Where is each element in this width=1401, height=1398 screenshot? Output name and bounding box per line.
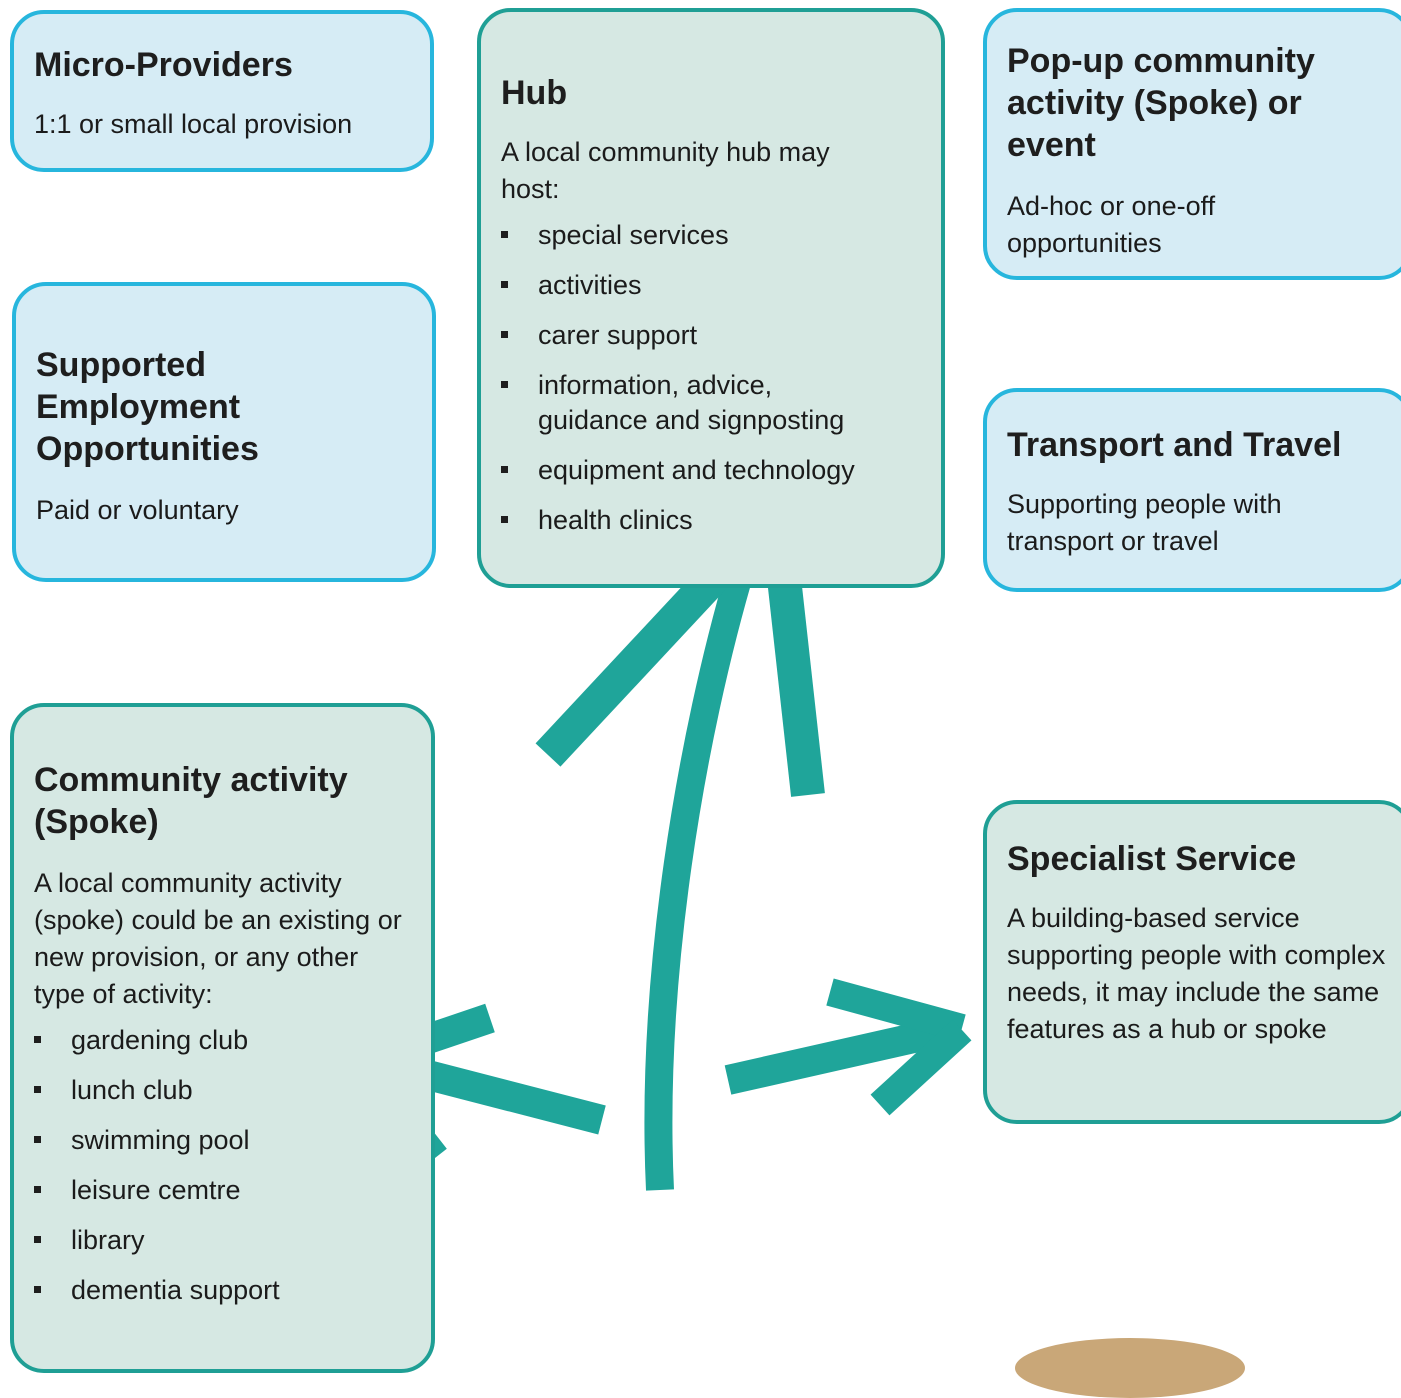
transport-travel-text: Supporting people with transport or trav…: [1007, 489, 1282, 556]
hub-list: special services activities carer suppor…: [501, 218, 921, 538]
hub-list-item: health clinics: [501, 503, 921, 538]
community-activity-box: Community activity (Spoke) A local commu…: [10, 703, 435, 1373]
arrow-up-shaft: [644, 561, 756, 1191]
arrow-up-head-right: [765, 558, 825, 797]
hub-box: Hub A local community hub may host: spec…: [477, 8, 945, 588]
community-list-item: library: [34, 1223, 411, 1258]
popup-activity-text: Ad-hoc or one-off opportunities: [1007, 191, 1216, 258]
community-activity-title: Community activity (Spoke): [34, 761, 348, 841]
micro-providers-title: Micro-Providers: [34, 46, 293, 84]
partial-image: [1015, 1338, 1245, 1398]
micro-providers-text: 1:1 or small local provision: [34, 109, 353, 139]
supported-employment-text: Paid or voluntary: [36, 495, 239, 525]
hub-list-item: information, advice, guidance and signpo…: [501, 368, 858, 438]
specialist-service-box: Specialist Service A building-based serv…: [983, 800, 1401, 1124]
arrow-right-head-bottom: [870, 1019, 972, 1116]
popup-activity-title: Pop-up community activity (Spoke) or eve…: [1007, 42, 1315, 164]
arrow-right-shaft: [724, 1013, 962, 1095]
hub-list-item: activities: [501, 268, 921, 303]
community-activity-text: A local community activity (spoke) could…: [34, 868, 402, 1009]
supported-employment-title: Supported Employment Opportunities: [36, 346, 259, 468]
community-activity-list: gardening club lunch club swimming pool …: [34, 1023, 411, 1308]
supported-employment-box: Supported Employment Opportunities Paid …: [12, 282, 436, 582]
specialist-service-title: Specialist Service: [1007, 840, 1297, 878]
specialist-service-text: A building-based service supporting peop…: [1007, 903, 1386, 1044]
arrow-right-head-top: [826, 978, 966, 1042]
hub-list-item: equipment and technology: [501, 453, 921, 488]
transport-travel-box: Transport and Travel Supporting people w…: [983, 388, 1401, 592]
micro-providers-box: Micro-Providers 1:1 or small local provi…: [10, 10, 434, 172]
popup-activity-box: Pop-up community activity (Spoke) or eve…: [983, 8, 1401, 280]
transport-travel-title: Transport and Travel: [1007, 426, 1342, 464]
hub-list-item: special services: [501, 218, 921, 253]
arrow-up-head-left: [535, 548, 743, 767]
community-list-item: gardening club: [34, 1023, 411, 1058]
community-list-item: leisure cemtre: [34, 1173, 411, 1208]
hub-title: Hub: [501, 74, 568, 112]
community-list-item: swimming pool: [34, 1123, 411, 1158]
community-list-item: dementia support: [34, 1273, 411, 1308]
community-list-item: lunch club: [34, 1073, 411, 1108]
hub-list-item: carer support: [501, 318, 921, 353]
hub-text: A local community hub may host:: [501, 137, 830, 204]
